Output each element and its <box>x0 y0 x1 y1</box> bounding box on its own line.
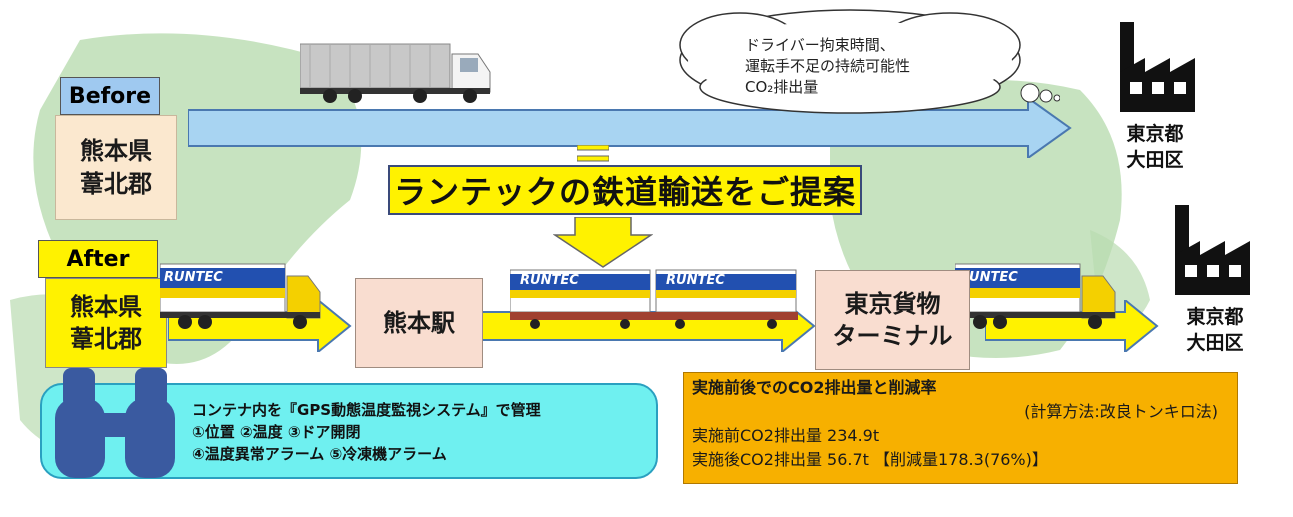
equals-mark <box>577 145 609 162</box>
concern-line-3: CO₂排出量 <box>745 78 819 96</box>
truck-icon <box>160 263 321 329</box>
truck-icon <box>955 263 1116 329</box>
factory-icon <box>1175 205 1250 295</box>
before-tag: Before <box>60 77 160 115</box>
result-before: 実施前CO2排出量 234.9t <box>692 426 880 445</box>
kumamoto-station-box: 熊本駅 <box>355 278 483 368</box>
down-arrow <box>553 217 653 268</box>
after-origin-line2: 葦北郡 <box>70 325 142 353</box>
gps-line-3: ④温度異常アラーム ⑤冷凍機アラーム <box>192 444 447 463</box>
after-dest-line2: 大田区 <box>1186 331 1244 354</box>
gps-text: コンテナ内を『GPS動態温度監視システム』で管理 ①位置 ②温度 ③ドア開閉 ④… <box>192 400 652 465</box>
result-after: 実施後CO2排出量 56.7t 【削減量178.3(76%)】 <box>692 450 1048 469</box>
thought-cloud-icon <box>679 9 1060 114</box>
result-title: 実施前後でのCO2排出量と削減率 <box>692 378 937 397</box>
co2-result-box <box>683 372 1238 484</box>
before-dest-line1: 東京都 <box>1126 123 1184 145</box>
proposal-banner: ランテックの鉄道輸送をご提案 <box>388 165 862 215</box>
concern-line-2: 運転手不足の持続可能性 <box>745 57 911 75</box>
gps-line-2: ①位置 ②温度 ③ドア開閉 <box>192 422 361 441</box>
after-destination: 東京都 大田区 <box>1170 305 1260 356</box>
terminal-line2: ターミナル <box>832 322 953 350</box>
before-origin-line2: 葦北郡 <box>80 169 152 198</box>
before-origin-box: 熊本県 葦北郡 <box>55 115 177 220</box>
concern-line-1: ドライバー拘束時間、 <box>745 36 895 54</box>
truck-icon <box>300 43 491 103</box>
before-destination: 東京都 大田区 <box>1110 122 1200 173</box>
tokyo-terminal-box: 東京貨物 ターミナル <box>815 270 970 370</box>
train-brand-2: RUNTEC <box>666 273 725 288</box>
gps-line-1: コンテナ内を『GPS動態温度監視システム』で管理 <box>192 401 541 419</box>
train-icon <box>510 269 798 329</box>
truck-brand-1: RUNTEC <box>164 270 223 285</box>
before-origin-line1: 熊本県 <box>80 137 152 166</box>
binoculars-icon <box>55 368 175 478</box>
result-method: (計算方法:改良トンキロ法) <box>1024 402 1218 421</box>
terminal-line1: 東京貨物 <box>844 289 941 318</box>
factory-icon <box>1120 22 1195 112</box>
after-dest-line1: 東京都 <box>1186 306 1244 328</box>
before-dest-line2: 大田区 <box>1126 148 1184 171</box>
train-brand-1: RUNTEC <box>520 273 579 288</box>
co2-result-text: 実施前後でのCO2排出量と削減率 (計算方法:改良トンキロ法) 実施前CO2排出… <box>692 376 1232 472</box>
concern-text: ドライバー拘束時間、 運転手不足の持続可能性 CO₂排出量 <box>745 35 985 98</box>
after-origin-line1: 熊本県 <box>70 292 142 321</box>
after-tag: After <box>38 240 158 278</box>
after-origin-box: 熊本県 葦北郡 <box>45 278 167 368</box>
kumamoto-station-label: 熊本駅 <box>383 308 455 337</box>
truck-brand-2: RUNTEC <box>959 270 1018 285</box>
